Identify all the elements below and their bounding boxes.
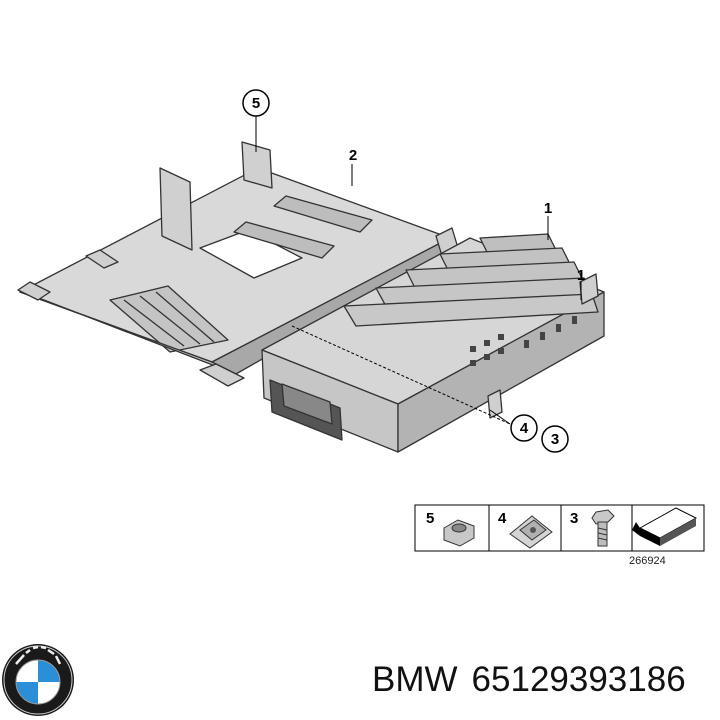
callout-4: 4 bbox=[510, 414, 538, 442]
part-number-caption: BMW 65129393186 bbox=[372, 660, 686, 700]
brand-name: BMW bbox=[372, 660, 458, 699]
bracket-part-2 bbox=[17, 141, 459, 387]
callout-4-label: 4 bbox=[520, 420, 529, 437]
callout-1-side: 1 bbox=[577, 267, 585, 284]
callout-3: 3 bbox=[541, 425, 569, 453]
callout-1-label: 1 bbox=[544, 200, 552, 217]
clip-nut-icon bbox=[509, 515, 553, 549]
legend-item-5: 5 bbox=[426, 510, 475, 547]
legend-item-3: 3 bbox=[570, 509, 615, 547]
nut-icon bbox=[443, 519, 475, 547]
legend-item-5-number: 5 bbox=[426, 510, 434, 527]
bolt-icon bbox=[591, 509, 615, 547]
diagram-id: 266924 bbox=[629, 555, 666, 567]
callout-2-label: 2 bbox=[349, 147, 357, 164]
callout-1b-label: 1 bbox=[577, 267, 585, 284]
callout-1-top: 1 bbox=[544, 200, 552, 217]
legend-item-3-number: 3 bbox=[570, 510, 578, 527]
legend-item-4: 4 bbox=[498, 510, 553, 549]
parts-legend: 5 4 3 bbox=[414, 504, 705, 552]
callout-5: 5 bbox=[242, 89, 270, 117]
callout-2: 2 bbox=[349, 147, 357, 164]
part-number: 65129393186 bbox=[471, 660, 686, 699]
control-module-part-1 bbox=[261, 233, 605, 453]
callout-3-label: 3 bbox=[551, 431, 559, 448]
legend-item-4-number: 4 bbox=[498, 510, 507, 527]
bmw-logo-icon bbox=[2, 644, 74, 716]
arrow-icon bbox=[632, 507, 698, 546]
callout-5-label: 5 bbox=[252, 95, 260, 112]
leader-lines bbox=[255, 115, 582, 425]
